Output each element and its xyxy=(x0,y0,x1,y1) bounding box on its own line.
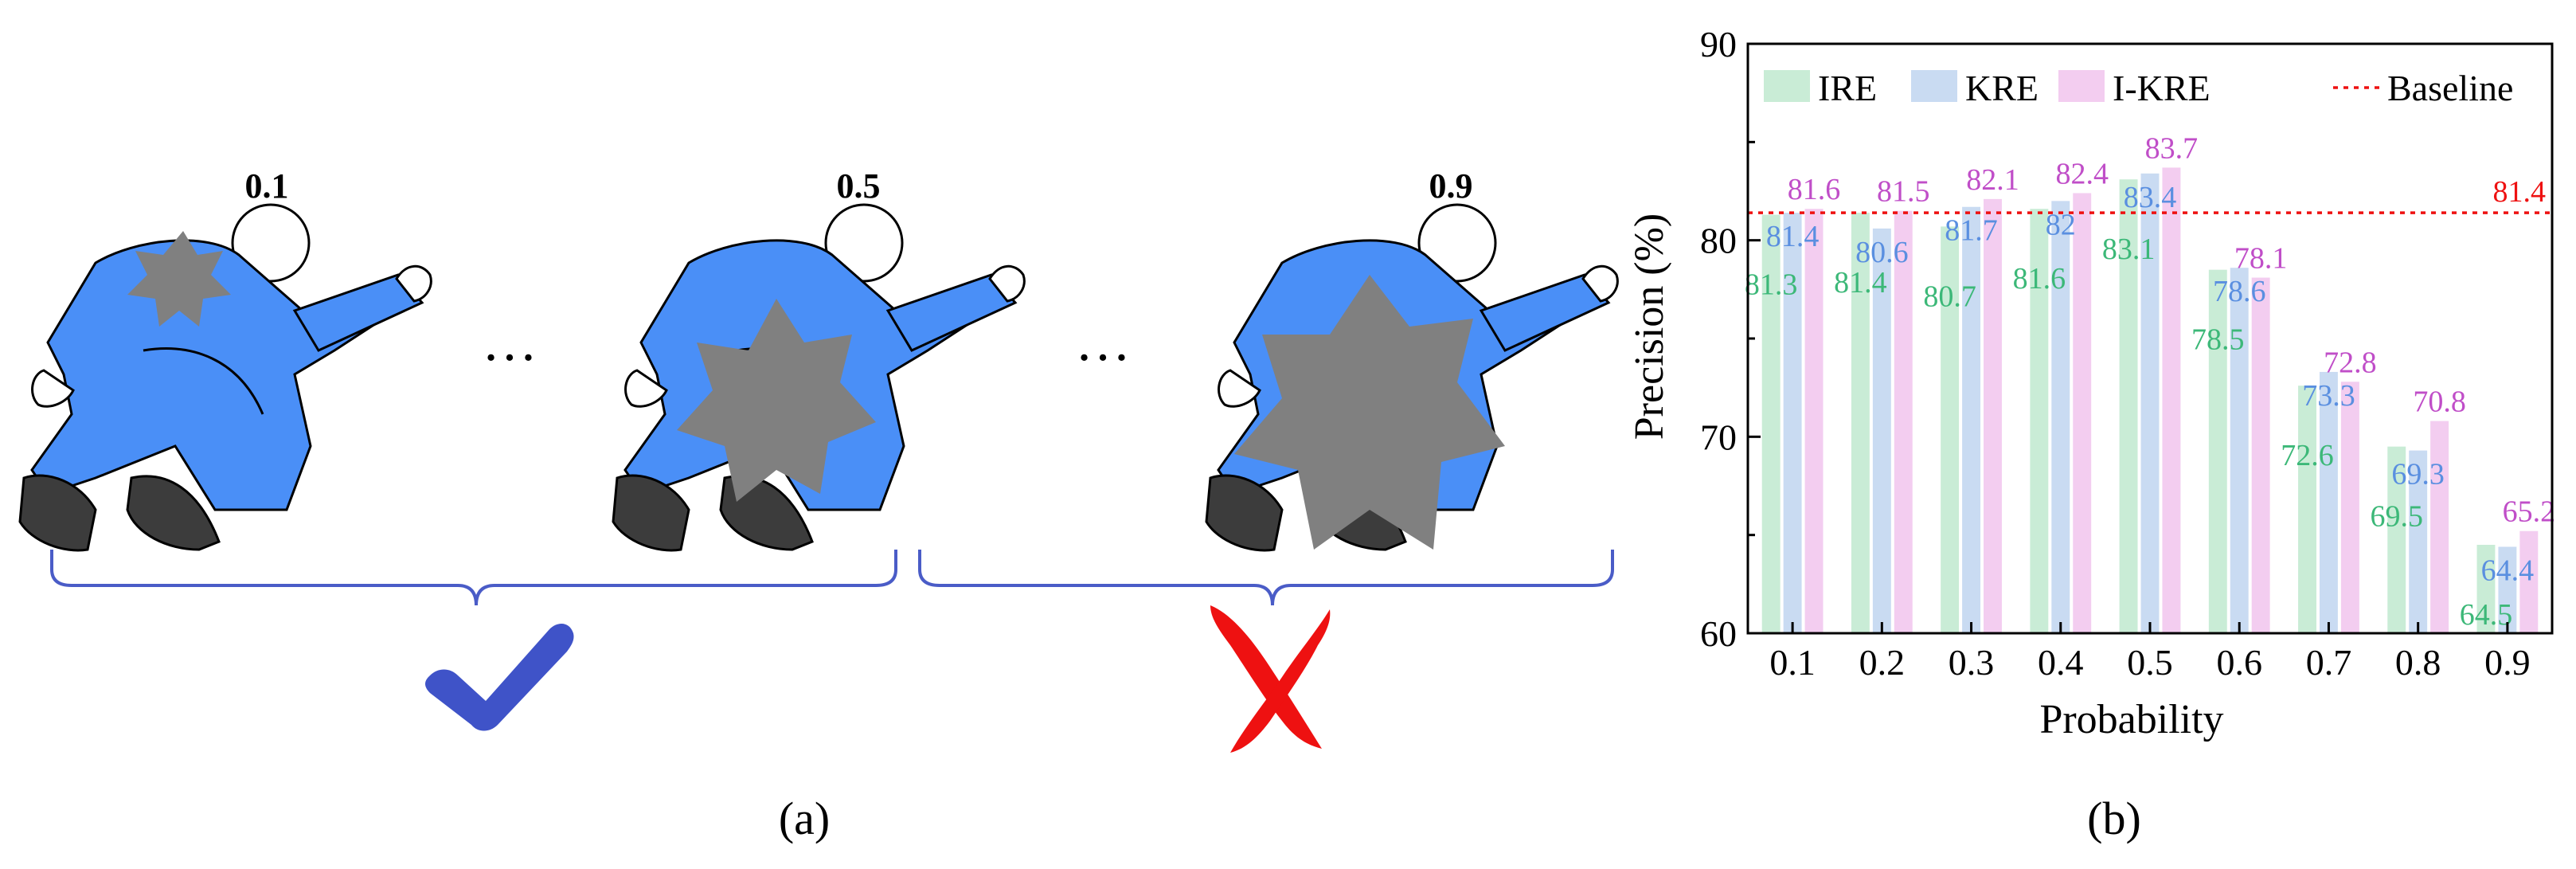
probability-label-0: 0.1 xyxy=(245,166,289,206)
y-axis-title: Precision (%) xyxy=(1627,213,1672,440)
data-label-ire-6: 72.6 xyxy=(2281,439,2334,472)
probability-label-1: 0.5 xyxy=(837,166,881,206)
bar-kre-6 xyxy=(2319,371,2338,633)
bar-kre-3 xyxy=(2051,201,2070,634)
ellipsis-2: … xyxy=(1075,311,1131,373)
data-label-ire-1: 81.4 xyxy=(1834,266,1887,299)
x-tick-label-7: 0.8 xyxy=(2395,642,2441,683)
data-label-i-kre-8: 65.2 xyxy=(2503,495,2556,529)
data-label-kre-5: 78.6 xyxy=(2213,275,2266,308)
bar-i-kre-5 xyxy=(2251,277,2270,633)
legend-swatch-i-kre xyxy=(2058,70,2105,102)
bar-ire-2 xyxy=(1941,226,1960,633)
probability-label-2: 0.9 xyxy=(1429,166,1473,206)
bar-kre-1 xyxy=(1872,228,1891,633)
x-tick-label-5: 0.6 xyxy=(2216,642,2262,683)
legend-label-ire: IRE xyxy=(1818,68,1877,108)
y-tick-label-2: 80 xyxy=(1700,221,1737,261)
data-label-kre-8: 64.4 xyxy=(2481,554,2535,587)
ellipsis-1: … xyxy=(482,311,537,373)
data-label-i-kre-2: 82.1 xyxy=(1966,163,2019,197)
data-label-kre-6: 73.3 xyxy=(2302,379,2355,413)
bar-i-kre-2 xyxy=(1984,198,2002,633)
gray-star-occluder-icon xyxy=(677,299,876,502)
bar-ire-1 xyxy=(1851,213,1870,634)
legend-label-baseline: Baseline xyxy=(2387,68,2513,108)
x-axis-title: Probability xyxy=(2039,697,2223,742)
legend-label-i-kre: I-KRE xyxy=(2113,68,2211,108)
data-label-ire-7: 69.5 xyxy=(2370,500,2423,534)
baseline-value-label: 81.4 xyxy=(2493,175,2547,209)
data-label-kre-4: 83.4 xyxy=(2124,181,2177,214)
reject-brace xyxy=(918,550,1614,606)
data-label-i-kre-6: 72.8 xyxy=(2324,346,2377,379)
bar-ire-4 xyxy=(2119,179,2138,633)
x-tick-label-2: 0.3 xyxy=(1949,642,1995,683)
data-label-kre-2: 81.7 xyxy=(1945,214,1998,248)
bar-i-kre-0 xyxy=(1804,209,1824,633)
gray-star-occluder-icon xyxy=(1234,275,1505,550)
y-tick-label-0: 60 xyxy=(1700,613,1737,654)
bar-kre-0 xyxy=(1783,213,1802,634)
legend-swatch-kre xyxy=(1911,70,1957,102)
x-tick-label-4: 0.5 xyxy=(2127,642,2173,683)
data-label-kre-3: 82 xyxy=(2046,208,2076,241)
data-label-i-kre-3: 82.4 xyxy=(2055,157,2109,190)
bar-i-kre-3 xyxy=(2073,193,2092,633)
data-label-ire-5: 78.5 xyxy=(2191,323,2245,357)
bar-kre-4 xyxy=(2140,173,2160,634)
data-label-ire-8: 64.5 xyxy=(2460,598,2513,632)
data-label-i-kre-0: 81.6 xyxy=(1788,173,1841,206)
accept-brace xyxy=(50,550,897,606)
cross-icon xyxy=(1210,605,1331,753)
checkmark-icon xyxy=(425,624,574,731)
bar-ire-7 xyxy=(2387,446,2406,633)
bar-kre-5 xyxy=(2230,268,2249,633)
gray-star-occluder-icon xyxy=(127,231,231,327)
legend-swatch-ire xyxy=(1764,70,1810,102)
data-label-i-kre-4: 83.7 xyxy=(2145,131,2199,165)
data-label-ire-2: 80.7 xyxy=(1923,280,1976,313)
bar-i-kre-8 xyxy=(2519,530,2539,633)
bar-ire-3 xyxy=(2030,209,2049,633)
bar-ire-6 xyxy=(2298,386,2316,633)
data-label-i-kre-5: 78.1 xyxy=(2234,242,2288,276)
bar-i-kre-7 xyxy=(2430,421,2449,633)
x-tick-label-1: 0.2 xyxy=(1859,642,1906,683)
x-tick-label-8: 0.9 xyxy=(2484,642,2531,683)
x-tick-label-3: 0.4 xyxy=(2038,642,2084,683)
bar-i-kre-6 xyxy=(2340,382,2359,633)
y-tick-label-3: 90 xyxy=(1700,24,1737,65)
data-label-i-kre-7: 70.8 xyxy=(2413,386,2466,419)
data-label-ire-4: 83.1 xyxy=(2102,233,2156,266)
data-label-ire-0: 81.3 xyxy=(1745,268,1798,302)
data-label-kre-0: 81.4 xyxy=(1766,220,1820,253)
bar-ire-0 xyxy=(1761,214,1781,634)
data-label-ire-3: 81.6 xyxy=(2013,262,2066,296)
bar-ire-5 xyxy=(2208,269,2227,633)
data-label-kre-1: 80.6 xyxy=(1855,236,1909,269)
bar-kre-2 xyxy=(1962,206,1981,633)
bar-i-kre-4 xyxy=(2162,167,2181,633)
y-tick-label-1: 70 xyxy=(1700,417,1737,457)
legend-label-kre: KRE xyxy=(1965,68,2039,108)
bar-kre-8 xyxy=(2498,546,2517,633)
bar-i-kre-1 xyxy=(1894,210,1913,634)
data-label-i-kre-1: 81.5 xyxy=(1877,175,1930,209)
illustration-panel: 0.1 0.5 0.9 … … (a) xyxy=(18,166,1619,844)
bar-kre-7 xyxy=(2409,450,2428,633)
x-tick-label-6: 0.7 xyxy=(2306,642,2352,683)
bar-ire-8 xyxy=(2476,545,2496,633)
panel-b-label: (b) xyxy=(2087,793,2141,844)
data-label-kre-7: 69.3 xyxy=(2391,458,2445,491)
x-tick-label-0: 0.1 xyxy=(1769,642,1816,683)
panel-a-label: (a) xyxy=(779,793,830,844)
